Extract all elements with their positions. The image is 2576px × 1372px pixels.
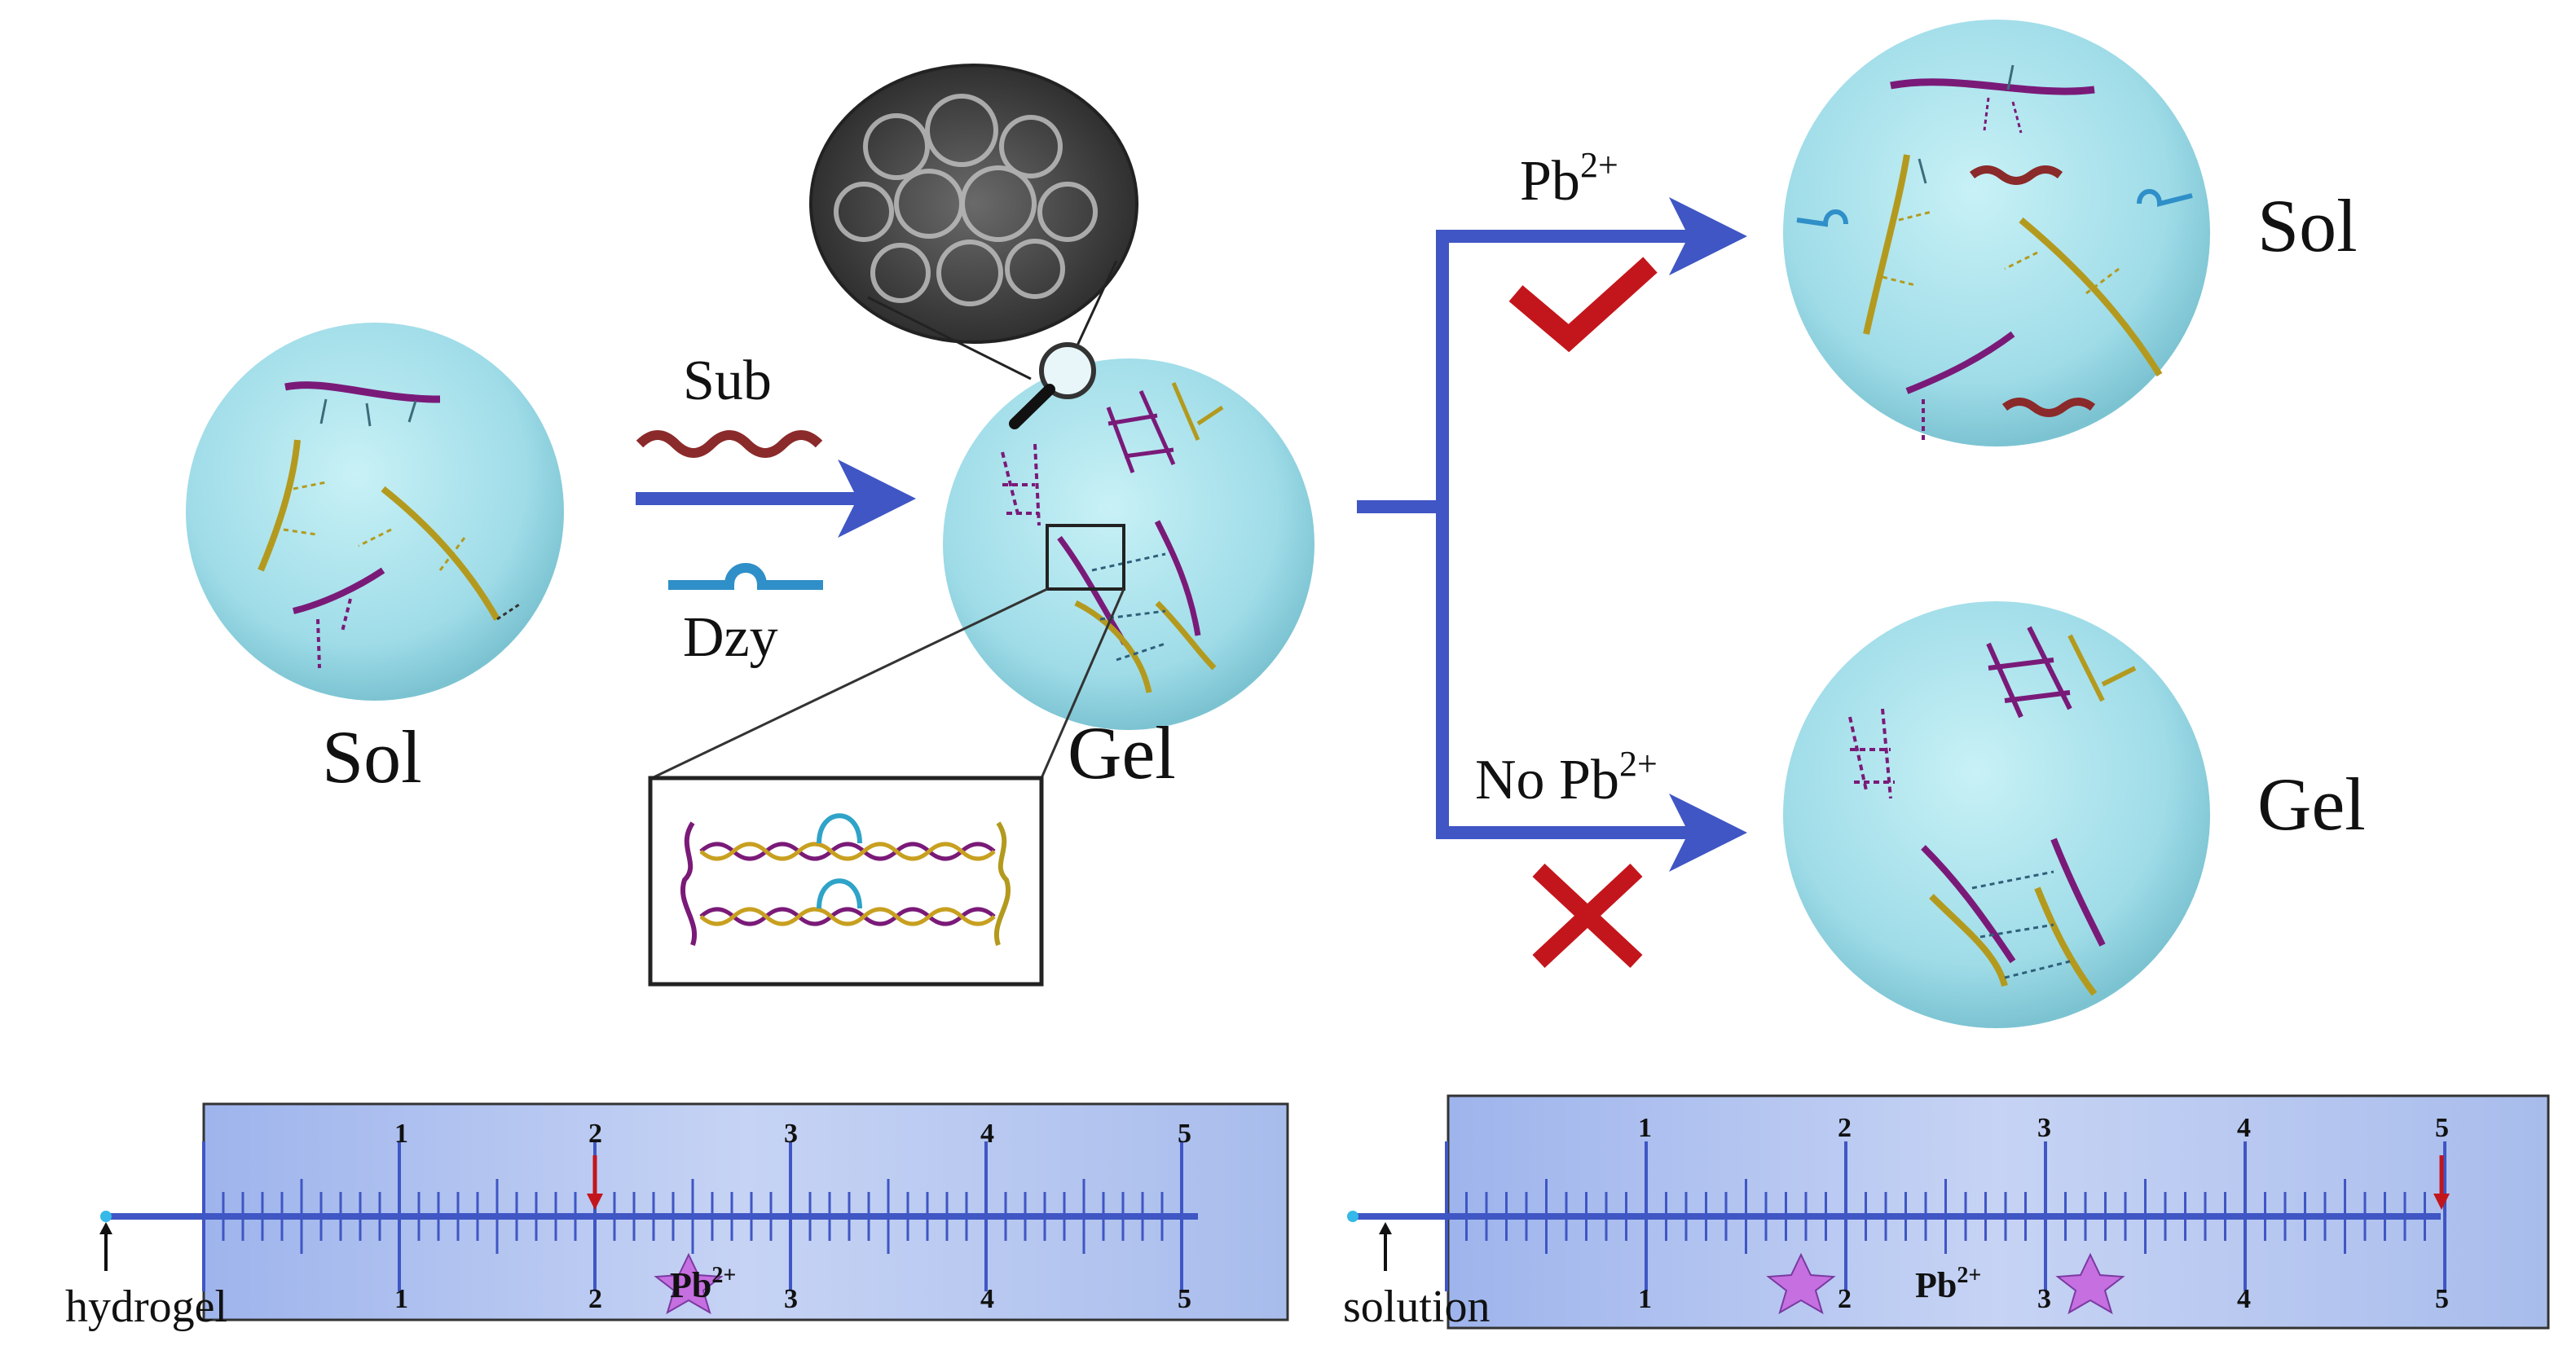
ruler-hydrogel-ion-base: Pb — [670, 1265, 711, 1305]
ruler-solution-bottom-tick-5: 5 — [2435, 1284, 2449, 1314]
hydrogel-caption-label: hydrogel — [65, 1282, 227, 1332]
ruler-hydrogel-ion-label: Pb2+ — [670, 1263, 736, 1305]
solution-caption: solution — [1343, 1222, 1490, 1332]
ruler-solution-bottom-tick-1: 1 — [1638, 1284, 1652, 1314]
ruler-hydrogel-bottom-labels: 1 2 3 4 5 — [394, 1284, 1191, 1314]
ruler-solution-top-tick-1: 1 — [1638, 1113, 1652, 1143]
ruler-hydrogel-bottom-tick-3: 3 — [784, 1284, 798, 1314]
ruler-solution-top-tick-4: 4 — [2237, 1113, 2251, 1143]
check-mark-icon — [1508, 257, 1658, 353]
branch-arrows — [1357, 197, 1747, 872]
ruler-solution-ticks — [1445, 1141, 2446, 1291]
sub-label: Sub — [683, 350, 772, 412]
cross-mark-icon — [1532, 863, 1643, 969]
gel-right-label: Gel — [2257, 763, 2366, 846]
ruler-solution-ion-label: Pb2+ — [1915, 1263, 1981, 1305]
ruler-hydrogel-top-tick-1: 1 — [394, 1119, 408, 1149]
ruler-solution: 1 2 3 4 5 1 2 3 4 5 Pb2+ — [1347, 1094, 2550, 1330]
ruler-solution-star-icon-2 — [2055, 1252, 2125, 1315]
ruler-hydrogel-ion-sup: 2+ — [711, 1263, 736, 1288]
ruler-hydrogel-bottom-tick-5: 5 — [1178, 1284, 1191, 1314]
ruler-hydrogel-top-tick-4: 4 — [980, 1119, 994, 1149]
ruler-hydrogel-readout-arrow-icon — [587, 1155, 603, 1210]
dzy-strand-icon — [668, 563, 823, 590]
ruler-solution-star-icon-1 — [1766, 1252, 1836, 1315]
no-pb-label-base: No Pb — [1475, 749, 1619, 811]
sol-sphere-right — [1783, 20, 2210, 446]
ruler-hydrogel-top-tick-2: 2 — [588, 1119, 602, 1149]
ruler-solution-bottom-tick-2: 2 — [1838, 1284, 1852, 1314]
ruler-solution-top-tick-2: 2 — [1838, 1113, 1852, 1143]
zoom-box — [651, 524, 1125, 780]
no-pb-label: No Pb2+ — [1475, 744, 1658, 811]
ruler-hydrogel-top-labels: 1 2 3 4 5 — [394, 1119, 1191, 1149]
ruler-solution-bottom-labels: 1 2 3 4 5 — [1638, 1284, 2449, 1314]
gel-center-label: Gel — [1068, 711, 1176, 794]
ruler-solution-top-tick-3: 3 — [2037, 1113, 2051, 1143]
gel-sphere-right — [1783, 601, 2210, 1028]
ruler-hydrogel-bottom-tick-1: 1 — [394, 1284, 408, 1314]
ruler-hydrogel-ticks — [202, 1141, 1183, 1291]
sol-right-label: Sol — [2257, 184, 2358, 267]
pb-label-sup: 2+ — [1580, 145, 1618, 185]
ruler-solution-ion-base: Pb — [1915, 1265, 1957, 1305]
sol-left-label: Sol — [322, 715, 422, 798]
ruler-hydrogel: 1 2 3 4 5 1 2 3 4 5 Pb2+ — [100, 1102, 1289, 1321]
ruler-solution-bottom-tick-3: 3 — [2037, 1284, 2051, 1314]
sol-sphere-left — [186, 323, 564, 701]
ruler-solution-top-tick-5: 5 — [2435, 1113, 2449, 1143]
hydrogel-caption: hydrogel — [65, 1222, 227, 1332]
sem-micrograph-inset — [809, 64, 1138, 380]
ruler-hydrogel-top-tick-5: 5 — [1178, 1119, 1191, 1149]
pb-label: Pb2+ — [1520, 145, 1618, 213]
dzy-label: Dzy — [683, 606, 778, 669]
pb-label-base: Pb — [1520, 150, 1580, 213]
ruler-solution-top-labels: 1 2 3 4 5 — [1638, 1113, 2449, 1143]
ruler-hydrogel-star-icon — [654, 1252, 724, 1315]
ruler-solution-bottom-tick-4: 4 — [2237, 1284, 2251, 1314]
solution-caption-label: solution — [1343, 1282, 1490, 1332]
crosslink-detail-inset — [648, 776, 1044, 987]
ruler-hydrogel-bottom-tick-2: 2 — [588, 1284, 602, 1314]
ruler-hydrogel-top-tick-3: 3 — [784, 1119, 798, 1149]
ruler-hydrogel-bottom-tick-4: 4 — [980, 1284, 994, 1314]
magnifier-icon — [1009, 342, 1096, 429]
no-pb-label-sup: 2+ — [1619, 744, 1658, 784]
sub-strand-icon — [636, 430, 823, 458]
ruler-solution-readout-arrow-icon — [2433, 1155, 2450, 1210]
ruler-solution-ion-sup: 2+ — [1957, 1263, 1981, 1288]
gel-sphere-center — [943, 358, 1314, 730]
